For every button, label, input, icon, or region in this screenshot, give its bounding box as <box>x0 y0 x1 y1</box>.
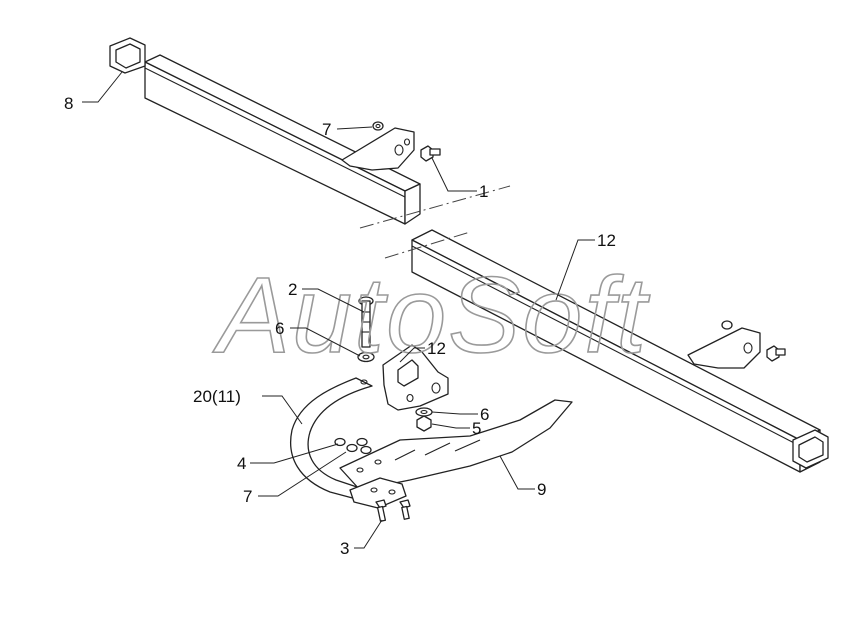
label-12-top: 12 <box>597 231 616 250</box>
washer-lower <box>415 407 433 417</box>
label-20-11: 20(11) <box>193 387 241 406</box>
label-7-top: 7 <box>322 120 331 139</box>
label-1: 1 <box>479 182 488 201</box>
end-cap-left <box>109 37 146 74</box>
label-6-right: 6 <box>480 405 489 424</box>
upper-bracket <box>341 127 415 171</box>
label-4: 4 <box>237 454 246 473</box>
nuts-on-blade <box>334 437 372 455</box>
right-nut <box>721 320 733 330</box>
label-8: 8 <box>64 94 73 113</box>
label-6-left: 6 <box>275 319 284 338</box>
label-3: 3 <box>340 539 349 558</box>
label-7-bottom: 7 <box>243 487 252 506</box>
leader-lines <box>82 71 595 549</box>
right-bracket <box>687 327 761 369</box>
break-line-lower <box>384 231 471 259</box>
lower-plate <box>349 477 407 509</box>
long-bolt <box>358 296 374 348</box>
lower-bolts <box>375 499 411 522</box>
label-9: 9 <box>537 480 546 499</box>
right-bolt <box>766 345 786 362</box>
upper-nut <box>372 121 384 131</box>
break-line-upper <box>359 185 511 229</box>
nut-lower <box>416 415 432 432</box>
end-cap-right <box>792 429 829 469</box>
upper-bolt <box>420 145 441 162</box>
shovel-blade <box>339 399 573 491</box>
watermark-text: AutoSoft <box>212 254 650 375</box>
label-5: 5 <box>472 419 481 438</box>
washer-upper <box>357 351 375 363</box>
label-2: 2 <box>288 280 297 299</box>
clamp-bracket <box>382 344 449 411</box>
label-12-mid: 12 <box>427 339 446 358</box>
